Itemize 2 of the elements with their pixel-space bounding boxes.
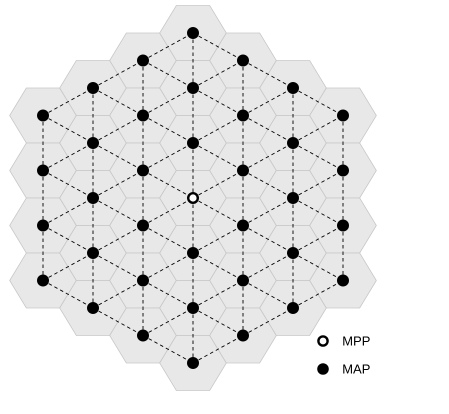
legend-label: MAP [343, 364, 370, 374]
legend-label: MPP [343, 336, 370, 346]
